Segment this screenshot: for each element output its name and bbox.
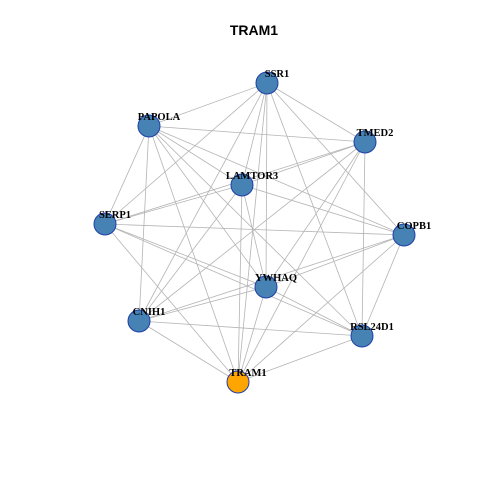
diagram-title: TRAM1: [230, 22, 278, 38]
edge-papola-cnih1: [138, 125, 150, 322]
edge-tmed2-ywhaq: [265, 141, 366, 288]
edge-lamtor3-cnih1: [138, 184, 243, 322]
edge-layer: [104, 82, 405, 383]
edge-papola-serp1: [104, 125, 150, 225]
edge-cnih1-tram1: [138, 320, 239, 383]
node-label-ssr1: SSR1: [265, 69, 290, 80]
edge-copb1-ywhaq: [265, 234, 405, 288]
node-serp1[interactable]: [93, 212, 117, 236]
edge-serp1-copb1: [104, 223, 405, 236]
node-tmed2[interactable]: [353, 130, 377, 154]
edge-rsl24d1-tram1: [237, 335, 363, 383]
edge-papola-tram1: [148, 125, 239, 383]
node-label-tram1: TRAM1: [229, 368, 266, 379]
node-label-cnih1: CNIH1: [133, 307, 166, 318]
node-label-copb1: COPB1: [397, 221, 431, 232]
node-papola[interactable]: [137, 114, 161, 138]
node-lamtor3[interactable]: [230, 173, 254, 197]
node-rsl24d1[interactable]: [350, 324, 374, 348]
edge-lamtor3-copb1: [241, 184, 405, 236]
node-layer: [93, 71, 416, 394]
edge-ssr1-serp1: [104, 82, 268, 225]
edge-lamtor3-serp1: [104, 184, 243, 225]
edge-ssr1-tram1: [237, 82, 268, 383]
edge-ssr1-tmed2: [266, 82, 366, 143]
edge-lamtor3-ywhaq: [241, 184, 267, 288]
edge-papola-lamtor3: [148, 125, 243, 186]
edge-tmed2-cnih1: [138, 141, 366, 322]
edge-ssr1-cnih1: [138, 82, 268, 322]
edge-ssr1-ywhaq: [265, 82, 268, 288]
node-ywhaq[interactable]: [254, 275, 278, 299]
edge-papola-rsl24d1: [148, 125, 363, 337]
node-cnih1[interactable]: [127, 309, 151, 333]
node-label-tmed2: TMED2: [357, 128, 394, 139]
edge-papola-ywhaq: [148, 125, 267, 288]
edge-ssr1-copb1: [266, 82, 405, 236]
edge-tmed2-tram1: [237, 141, 366, 383]
edge-tmed2-lamtor3: [241, 141, 366, 186]
edge-serp1-rsl24d1: [104, 223, 363, 337]
node-label-rsl24d1: RSL24D1: [350, 322, 394, 333]
edge-papola-copb1: [148, 125, 405, 236]
edge-serp1-ywhaq: [104, 223, 267, 288]
edge-cnih1-rsl24d1: [138, 320, 363, 337]
edge-ssr1-papola: [148, 82, 268, 127]
edge-copb1-tram1: [237, 234, 405, 383]
edge-papola-tmed2: [148, 125, 366, 143]
edge-ywhaq-rsl24d1: [265, 286, 363, 337]
node-label-ywhaq: YWHAQ: [255, 273, 297, 284]
edge-copb1-rsl24d1: [361, 234, 405, 337]
node-label-serp1: SERP1: [99, 210, 131, 221]
node-copb1[interactable]: [392, 223, 416, 247]
edge-ywhaq-tram1: [237, 286, 267, 383]
node-ssr1[interactable]: [255, 71, 279, 95]
edge-tmed2-rsl24d1: [361, 141, 366, 337]
edge-ywhaq-cnih1: [138, 286, 267, 322]
edge-ssr1-rsl24d1: [266, 82, 363, 337]
edge-lamtor3-tram1: [237, 184, 243, 383]
node-label-lamtor3: LAMTOR3: [226, 171, 278, 182]
node-tram1[interactable]: [226, 370, 250, 394]
edge-serp1-tram1: [104, 223, 239, 383]
node-label-papola: PAPOLA: [138, 112, 181, 123]
